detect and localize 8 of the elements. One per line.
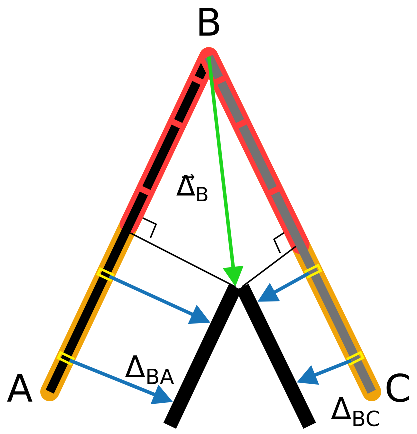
vertex-label: B xyxy=(200,8,220,36)
vertex-label: Δ$_{BC}$ xyxy=(331,397,380,427)
vertex-label: C xyxy=(386,374,410,402)
edge-label: Δ⃗$_{B}$ xyxy=(175,174,211,202)
leg-label: Δ$_{BA}$ xyxy=(125,356,174,384)
vertex-label: A xyxy=(7,374,33,402)
perpendicular-line xyxy=(130,232,236,288)
leg-bar xyxy=(236,284,316,430)
